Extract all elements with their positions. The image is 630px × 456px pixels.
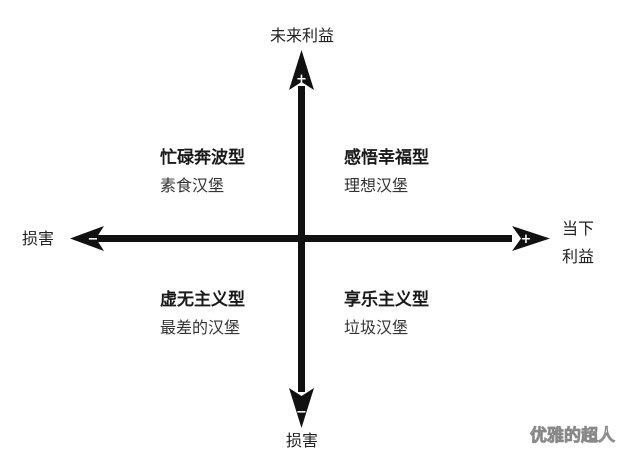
left-axis-label: 损害 [22,229,55,248]
sign-top: + [296,72,307,87]
bottom-arrowhead [289,388,314,428]
left-arrowhead [70,226,104,251]
quadrant-bottom-right-subtitle: 垃圾汉堡 [344,318,409,337]
vertical-axis-line [298,86,305,392]
right-axis-label-line1: 当下 [562,219,595,238]
quadrant-bottom-left-subtitle: 最差的汉堡 [160,318,241,337]
sign-bottom: − [296,405,307,420]
bottom-axis-label: 损害 [286,431,319,450]
quadrant-top-right-title: 感悟幸福型 [344,148,429,168]
top-arrowhead [289,50,314,90]
quadrant-bottom-right-title: 享乐主义型 [344,290,429,310]
sign-left: − [88,232,99,247]
sign-right: + [521,232,532,247]
top-axis-label: 未来利益 [270,26,335,45]
watermark: 优雅的超人 [530,426,616,446]
quadrant-top-right-subtitle: 理想汉堡 [344,176,409,195]
right-arrowhead [512,226,550,251]
quadrant-top-left-subtitle: 素食汉堡 [160,176,225,195]
quadrant-bottom-left-title: 虚无主义型 [160,290,245,310]
right-axis-label-line2: 利益 [562,247,595,266]
quadrant-top-left-title: 忙碌奔波型 [160,148,245,168]
